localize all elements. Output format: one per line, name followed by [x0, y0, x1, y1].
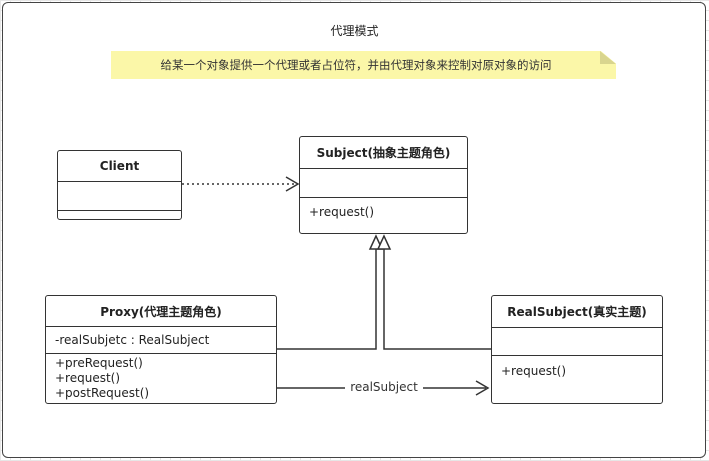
- class-proxy-name: Proxy(代理主题角色): [46, 296, 276, 327]
- class-realsubject-operations: +request(): [492, 356, 662, 379]
- operation: +postRequest(): [55, 386, 150, 400]
- note-box[interactable]: [111, 51, 616, 79]
- operation: +request(): [309, 205, 375, 219]
- class-proxy[interactable]: Proxy(代理主题角色) -realSubjetc : RealSubject…: [45, 295, 277, 404]
- class-subject-operations: +request(): [300, 198, 467, 220]
- class-proxy-attributes: -realSubjetc : RealSubject: [46, 327, 276, 354]
- generalization-realsubject-subject[interactable]: [383, 249, 491, 350]
- class-client-name: Client: [58, 151, 181, 182]
- class-subject[interactable]: Subject(抽象主题角色) +request(): [299, 136, 468, 234]
- attribute: -realSubjetc : RealSubject: [55, 333, 210, 347]
- operation: +request(): [55, 371, 121, 385]
- operation: +preRequest(): [55, 356, 143, 370]
- class-proxy-operations: +preRequest() +request() +postRequest(): [46, 354, 276, 401]
- diagram-title: 代理模式: [330, 24, 379, 38]
- operation: +request(): [501, 364, 567, 378]
- class-realsubject-attributes: [492, 328, 662, 356]
- class-client[interactable]: Client: [57, 150, 182, 220]
- association-label: realSubject: [345, 380, 423, 394]
- class-subject-attributes: [300, 169, 467, 198]
- dependency-arrowhead: [285, 176, 300, 192]
- class-client-operations: [58, 211, 181, 213]
- generalization-arrowhead-realsubject: [376, 234, 392, 250]
- note-text: 给某一个对象提供一个代理或者占位符，并由代理对象来控制对原对象的访问: [160, 58, 552, 72]
- class-client-attributes: [58, 182, 181, 211]
- association-arrowhead: [475, 380, 490, 396]
- class-realsubject-name: RealSubject(真实主题): [492, 296, 662, 328]
- class-realsubject[interactable]: RealSubject(真实主题) +request(): [491, 295, 663, 404]
- generalization-proxy-subject[interactable]: [277, 249, 377, 350]
- class-subject-name: Subject(抽象主题角色): [300, 137, 467, 169]
